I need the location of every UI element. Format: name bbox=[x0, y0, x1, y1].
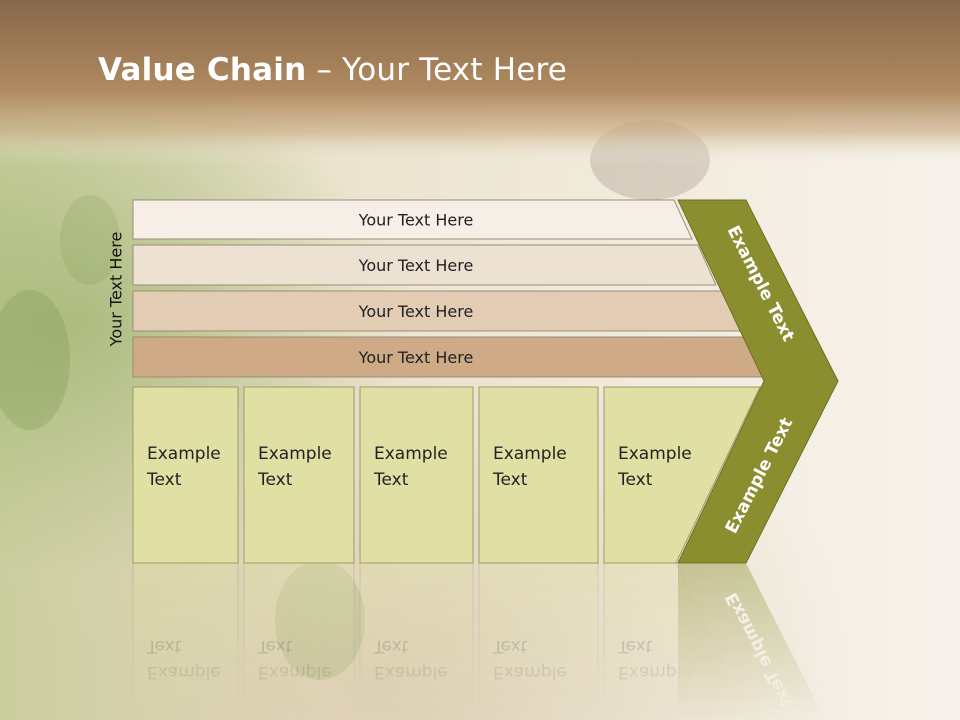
title-bold: Value Chain bbox=[98, 52, 307, 88]
svg-text:Example: Example bbox=[618, 662, 692, 682]
activity-column-label: Text bbox=[257, 470, 293, 490]
support-bar bbox=[132, 199, 693, 240]
chevron-reflection: Example Text bbox=[678, 563, 826, 720]
activity-column-label: Text bbox=[492, 470, 528, 490]
svg-text:Text: Text bbox=[492, 636, 528, 656]
activity-column-label: Example bbox=[374, 444, 448, 464]
activity-column bbox=[132, 386, 239, 564]
activity-column-label: Example bbox=[618, 444, 692, 464]
activity-column-label: Example bbox=[147, 444, 221, 464]
activity-label-reflection: Example Text bbox=[373, 636, 448, 682]
activity-column bbox=[243, 386, 355, 564]
support-bar-label: Your Text Here bbox=[358, 348, 474, 367]
support-bar-label: Your Text Here bbox=[358, 211, 474, 230]
activity-column-label: Text bbox=[617, 470, 653, 490]
activity-label-reflection: Example Text bbox=[257, 636, 332, 682]
svg-text:Text: Text bbox=[617, 636, 653, 656]
slide-title: Value Chain – Your Text Here bbox=[98, 52, 567, 88]
svg-text:Text: Text bbox=[257, 636, 293, 656]
svg-text:Text: Text bbox=[146, 636, 182, 656]
svg-text:Example: Example bbox=[493, 662, 567, 682]
svg-text:Example: Example bbox=[147, 662, 221, 682]
activity-label-reflection: Example Text bbox=[617, 636, 692, 682]
activity-column-reflection bbox=[243, 562, 355, 720]
support-bar-label: Your Text Here bbox=[358, 256, 474, 275]
support-bar-label: Your Text Here bbox=[358, 302, 474, 321]
svg-text:Text: Text bbox=[373, 636, 409, 656]
activity-label-reflection: Example Text bbox=[146, 636, 221, 682]
activity-column-reflection bbox=[359, 562, 474, 720]
support-bar bbox=[132, 244, 717, 286]
activity-column bbox=[359, 386, 474, 564]
activity-column-reflection bbox=[132, 562, 239, 720]
activity-column-label: Text bbox=[146, 470, 182, 490]
activity-column-label: Text bbox=[373, 470, 409, 490]
svg-text:Example: Example bbox=[374, 662, 448, 682]
activity-column-reflection bbox=[478, 562, 599, 720]
activity-label-reflection: Example Text bbox=[492, 636, 567, 682]
svg-text:Example: Example bbox=[258, 662, 332, 682]
title-rest: – Your Text Here bbox=[306, 52, 568, 88]
activity-column bbox=[478, 386, 599, 564]
activity-column-label: Example bbox=[258, 444, 332, 464]
activity-column-label: Example bbox=[493, 444, 567, 464]
